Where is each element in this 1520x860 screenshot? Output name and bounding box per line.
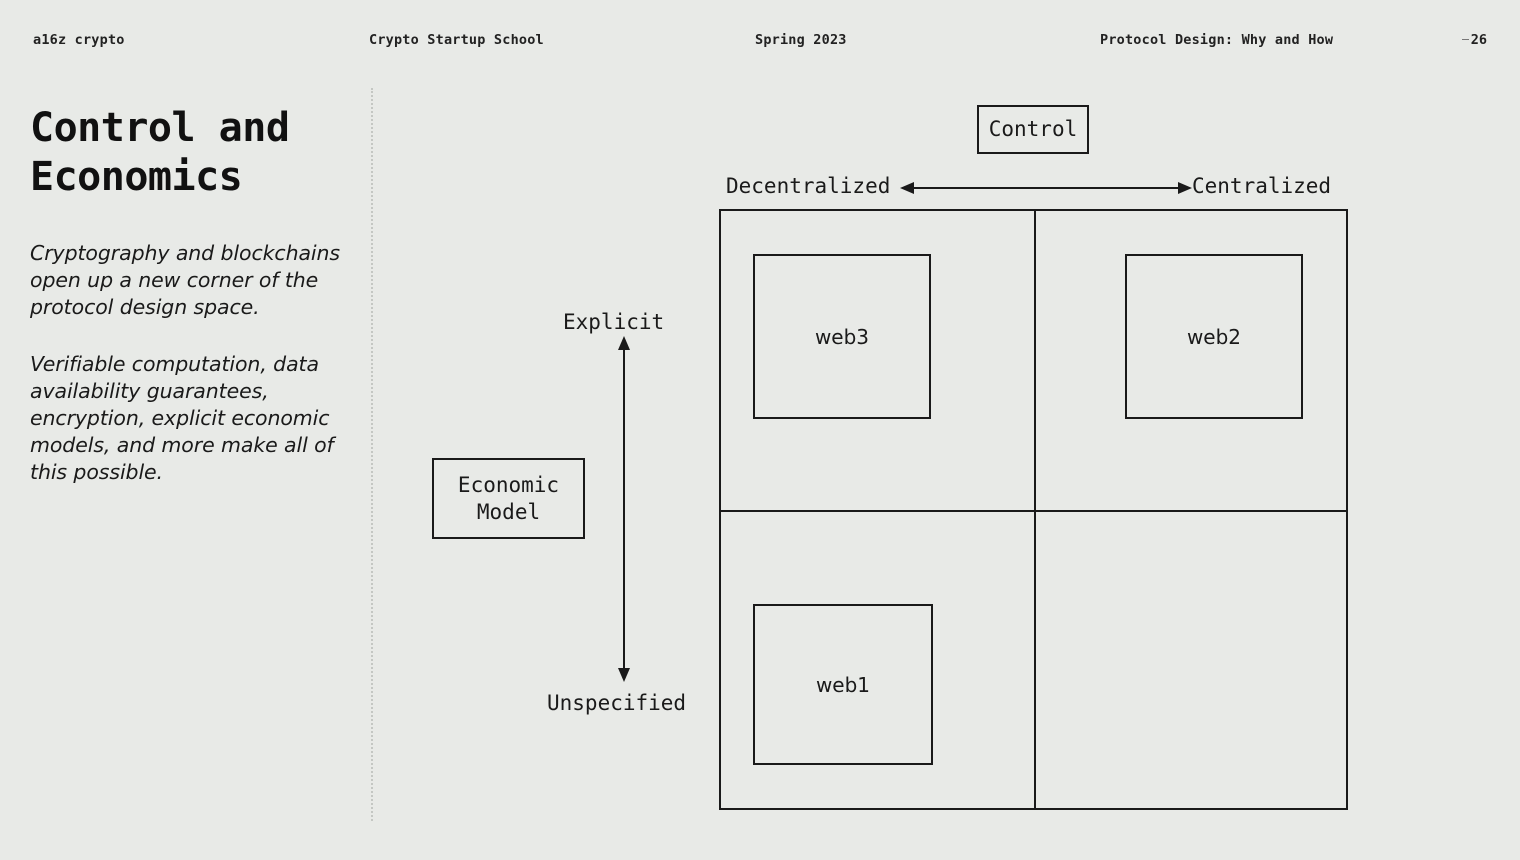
page-number-value: 26: [1470, 32, 1487, 48]
left-text-column: Control and Economics Cryptography and b…: [30, 104, 355, 486]
y-axis-title-box: Economic Model: [432, 458, 585, 539]
horizontal-double-arrow-icon: [900, 178, 1192, 198]
quadrant-box-web2: web2: [1125, 254, 1303, 419]
header-lecture-title: Protocol Design: Why and How: [1100, 32, 1334, 48]
header-course: Crypto Startup School: [369, 32, 544, 48]
quadrant-label-web3: web3: [814, 324, 870, 349]
grid-horizontal-divider: [721, 510, 1346, 512]
header-term: Spring 2023: [755, 32, 847, 48]
quadrant-box-web3: web3: [753, 254, 931, 419]
x-axis-right-label: Centralized: [1192, 174, 1332, 198]
quadrant-grid: [719, 209, 1348, 810]
grid-vertical-divider: [1034, 211, 1036, 808]
y-axis-bottom-label: Unspecified: [547, 691, 687, 715]
page-title: Control and Economics: [30, 105, 290, 200]
column-divider: [371, 88, 373, 821]
page-dash-icon: [1461, 38, 1469, 40]
x-axis-left-label: Decentralized: [726, 174, 891, 198]
quadrant-label-web2: web2: [1186, 324, 1242, 349]
header-brand: a16z crypto: [33, 32, 125, 48]
y-axis-top-label: Explicit: [563, 310, 665, 334]
x-axis-title-box: Control: [977, 105, 1089, 154]
body-paragraph-1: Cryptography and blockchains open up a n…: [30, 240, 340, 319]
body-paragraph-2: Verifiable computation, data availabilit…: [30, 351, 334, 484]
quadrant-label-web1: web1: [815, 672, 871, 697]
page-number: 26: [1461, 32, 1487, 48]
quadrant-box-web1: web1: [753, 604, 933, 765]
slide-header: a16z crypto Crypto Startup School Spring…: [0, 32, 1520, 58]
vertical-double-arrow-icon: [610, 336, 638, 682]
